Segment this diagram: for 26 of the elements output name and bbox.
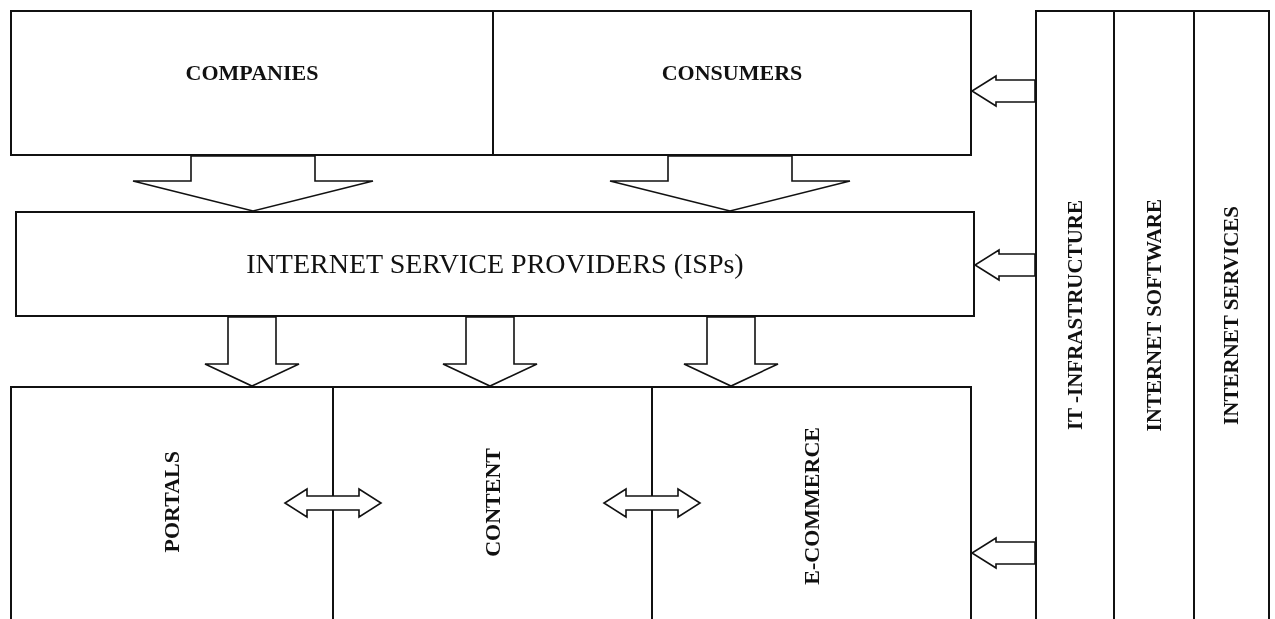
process-box [15,211,975,317]
box-label: CONSUMERS [661,60,803,86]
block-arrow [442,316,538,387]
vertical-label: INTERNET SERVICES [1219,205,1244,425]
box-label: COMPANIES [185,60,319,86]
box-label: INTERNET SERVICE PROVIDERS (ISPs) [246,248,744,280]
block-arrow [132,155,374,212]
block-arrow [683,316,779,387]
block-arrow [283,487,383,519]
vertical-label: INTERNET SOFTWARE [1141,198,1167,432]
vertical-label: PORTALS [159,451,185,553]
process-box [1035,10,1115,619]
block-arrow [602,487,702,519]
block-arrow [970,536,1036,570]
block-arrow [204,316,300,387]
block-arrow [609,155,851,212]
process-box [10,10,494,156]
block-arrow [970,74,1036,108]
process-box [10,386,334,619]
vertical-label: CONTENT [479,447,506,557]
vertical-label: IT -INFRASTRUCTURE [1062,199,1088,431]
block-arrow [973,248,1036,282]
process-box [651,386,972,619]
process-box [492,10,972,156]
process-box [1193,10,1270,619]
vertical-label: E-COMMERCE [798,427,825,585]
